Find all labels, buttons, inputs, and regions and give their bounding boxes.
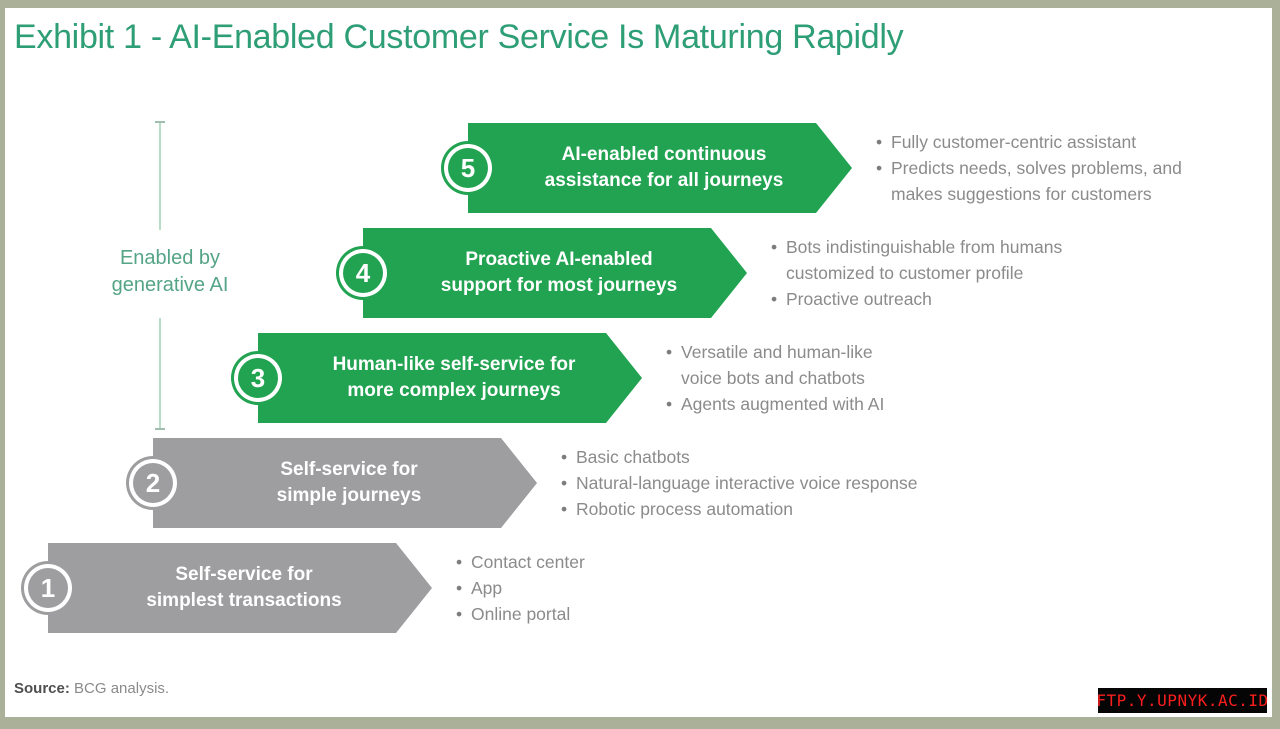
step-2: Self-service for simple journeys 2 xyxy=(133,438,573,528)
watermark-badge: FTP.Y.UPNYK.AC.ID xyxy=(1096,688,1268,713)
step-1-label: Self-service for simplest transactions xyxy=(146,564,342,611)
bracket-bottom-tick xyxy=(155,428,165,430)
bullet-item: Natural-language interactive voice respo… xyxy=(561,470,991,496)
step-3-bullets: Versatile and human-like voice bots and … xyxy=(666,339,966,417)
step-2-label: Self-service for simple journeys xyxy=(276,459,422,506)
bracket-line-top xyxy=(159,123,161,230)
bullet-item: Agents augmented with AI xyxy=(666,391,966,417)
bracket-line-bottom xyxy=(159,318,161,428)
step-4: Proactive AI-enabled support for most jo… xyxy=(343,228,783,318)
step-5-number-badge: 5 xyxy=(448,148,488,188)
step-1-bullets: Contact center App Online portal xyxy=(456,549,716,627)
bullet-item: Bots indistinguishable from humans custo… xyxy=(771,234,1126,286)
step-4-arrow: Proactive AI-enabled support for most jo… xyxy=(363,228,747,318)
bullet-item: Contact center xyxy=(456,549,716,575)
step-5-arrow: AI-enabled continuous assistance for all… xyxy=(468,123,852,213)
step-3-number: 3 xyxy=(250,362,266,393)
step-1-number-badge: 1 xyxy=(28,568,68,608)
bullet-item: Fully customer-centric assistant xyxy=(876,129,1231,155)
source-note: Source: BCG analysis. xyxy=(14,680,169,697)
bullet-item: Robotic process automation xyxy=(561,496,991,522)
step-4-bullets: Bots indistinguishable from humans custo… xyxy=(771,234,1126,312)
step-3-arrow: Human-like self-service for more complex… xyxy=(258,333,642,423)
step-2-arrow: Self-service for simple journeys xyxy=(153,438,537,528)
step-2-number-badge: 2 xyxy=(133,463,173,503)
page-title: Exhibit 1 - AI-Enabled Customer Service … xyxy=(14,18,904,56)
step-3: Human-like self-service for more complex… xyxy=(238,333,678,423)
step-5-number: 5 xyxy=(460,152,476,183)
step-3-number-badge: 3 xyxy=(238,358,278,398)
bullet-item: Online portal xyxy=(456,601,716,627)
step-4-label: Proactive AI-enabled support for most jo… xyxy=(440,249,678,296)
source-label: Source: xyxy=(14,680,70,697)
bullet-item: Predicts needs, solves problems, and mak… xyxy=(876,155,1231,207)
step-4-number-badge: 4 xyxy=(343,253,383,293)
bullet-item: Versatile and human-like voice bots and … xyxy=(666,339,966,391)
bullet-item: App xyxy=(456,575,716,601)
step-1: Self-service for simplest transactions 1 xyxy=(28,543,468,633)
step-2-number: 2 xyxy=(145,467,161,498)
step-1-arrow: Self-service for simplest transactions xyxy=(48,543,432,633)
step-3-label: Human-like self-service for more complex… xyxy=(332,354,576,401)
bracket-top-tick xyxy=(155,121,165,123)
bullet-item: Proactive outreach xyxy=(771,286,1126,312)
step-2-bullets: Basic chatbots Natural-language interact… xyxy=(561,444,991,522)
step-4-number: 4 xyxy=(355,257,371,288)
step-5-label: AI-enabled continuous assistance for all… xyxy=(544,144,784,191)
bullet-item: Basic chatbots xyxy=(561,444,991,470)
step-1-number: 1 xyxy=(40,572,56,603)
step-5-bullets: Fully customer-centric assistant Predict… xyxy=(876,129,1231,207)
step-5: AI-enabled continuous assistance for all… xyxy=(448,123,888,213)
source-text: BCG analysis. xyxy=(74,680,170,697)
enabler-label: Enabled by generative AI xyxy=(111,247,229,296)
